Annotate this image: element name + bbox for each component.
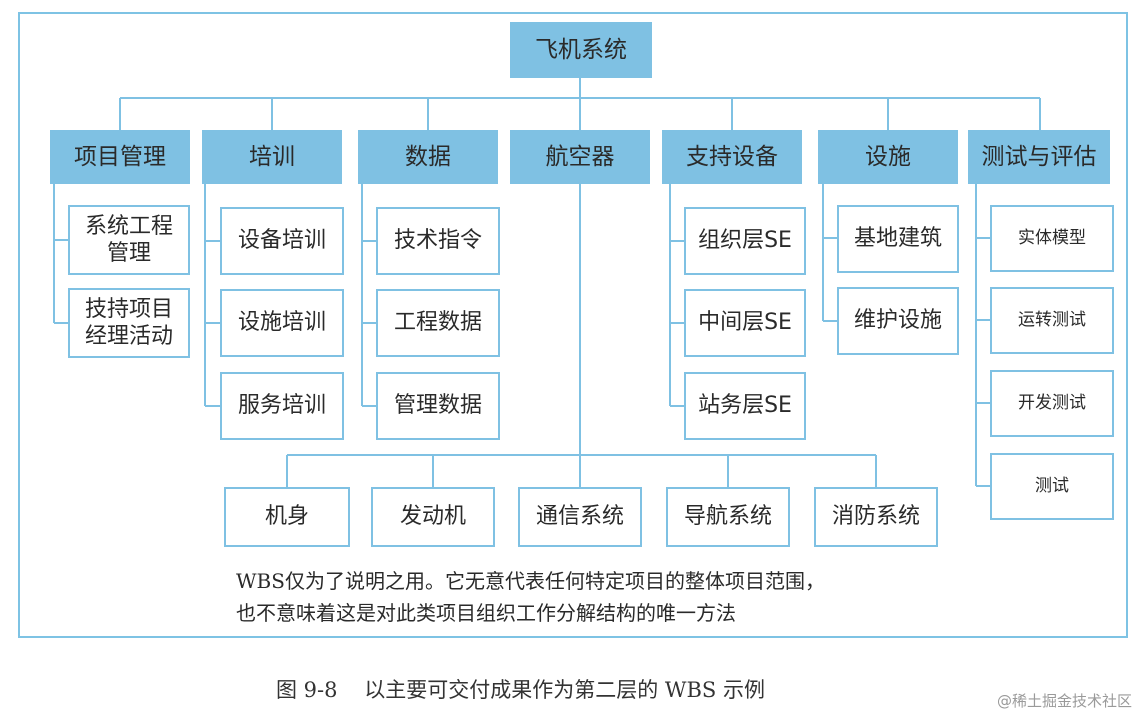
node-depot-se: 站务层SE <box>684 372 806 440</box>
branch-aircraft: 航空器 <box>510 130 650 184</box>
node-airframe: 机身 <box>224 487 350 547</box>
node-communication-system: 通信系统 <box>518 487 642 547</box>
node-engine: 发动机 <box>371 487 495 547</box>
branch-test-evaluation: 测试与评估 <box>968 130 1110 184</box>
node-mockups: 实体模型 <box>990 205 1114 272</box>
watermark: @稀土掘金技术社区 <box>996 692 1132 710</box>
node-facility-training: 设施培训 <box>220 289 344 357</box>
node-technical-orders: 技术指令 <box>376 207 500 275</box>
node-fire-control-system: 消防系统 <box>814 487 938 547</box>
branch-support-equipment: 支持设备 <box>662 130 802 184</box>
node-intermediate-se: 中间层SE <box>684 289 806 357</box>
node-test: 测试 <box>990 453 1114 520</box>
node-service-training: 服务培训 <box>220 372 344 440</box>
branch-training: 培训 <box>202 130 342 184</box>
node-operational-test: 运转测试 <box>990 287 1114 354</box>
disclaimer-note: WBS仅为了说明之用。它无意代表任何特定项目的整体项目范围， 也不意味着这是对此… <box>236 569 825 625</box>
branch-data: 数据 <box>358 130 498 184</box>
branch-facilities: 设施 <box>818 130 958 184</box>
node-engineering-data: 工程数据 <box>376 289 500 357</box>
node-maintenance-facilities: 维护设施 <box>837 287 959 355</box>
node-equipment-training: 设备培训 <box>220 207 344 275</box>
figure-caption: 图 9-8 以主要可交付成果作为第二层的 WBS 示例 <box>276 678 765 702</box>
node-developmental-test: 开发测试 <box>990 370 1114 437</box>
branch-project-management: 项目管理 <box>50 130 190 184</box>
node-systems-engineering-management: 系统工程 管理 <box>68 205 190 275</box>
node-management-data: 管理数据 <box>376 372 500 440</box>
node-base-buildings: 基地建筑 <box>837 205 959 273</box>
node-pm-support-activities: 技持项目 经理活动 <box>68 288 190 358</box>
root-node: 飞机系统 <box>510 22 652 78</box>
node-organizational-se: 组织层SE <box>684 207 806 275</box>
node-navigation-system: 导航系统 <box>666 487 790 547</box>
